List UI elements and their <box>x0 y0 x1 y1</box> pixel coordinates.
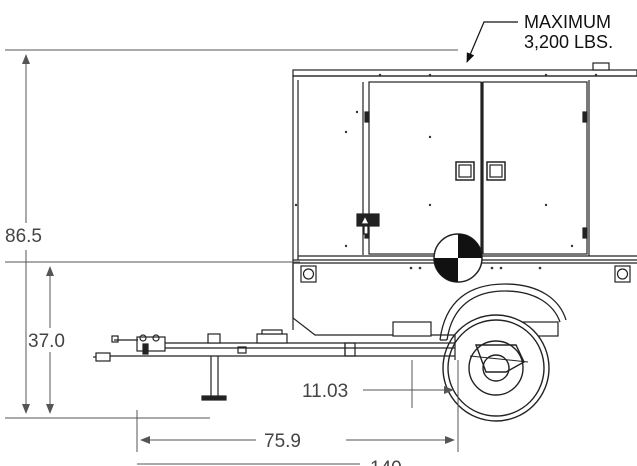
weight-note-leader <box>466 21 518 63</box>
center-of-gravity-icon <box>433 233 483 283</box>
weight-note-line1: MAXIMUM <box>524 12 611 32</box>
trailer-frame <box>93 329 456 401</box>
trailer-wheel <box>442 314 550 422</box>
dim-overall-length-partial: 140 <box>370 458 402 466</box>
dim-axle-to-hitch: 75.9 <box>264 431 301 452</box>
generator-enclosure <box>292 62 637 337</box>
dim-hitch-offset: 11.03 <box>302 381 348 402</box>
dim-ground-to-frame: 37.0 <box>28 331 65 352</box>
weight-note-line2: 3,200 LBS. <box>524 32 613 52</box>
dim-overall-height: 86.5 <box>5 226 42 247</box>
fender <box>439 283 567 341</box>
dimension-lines <box>5 49 459 465</box>
